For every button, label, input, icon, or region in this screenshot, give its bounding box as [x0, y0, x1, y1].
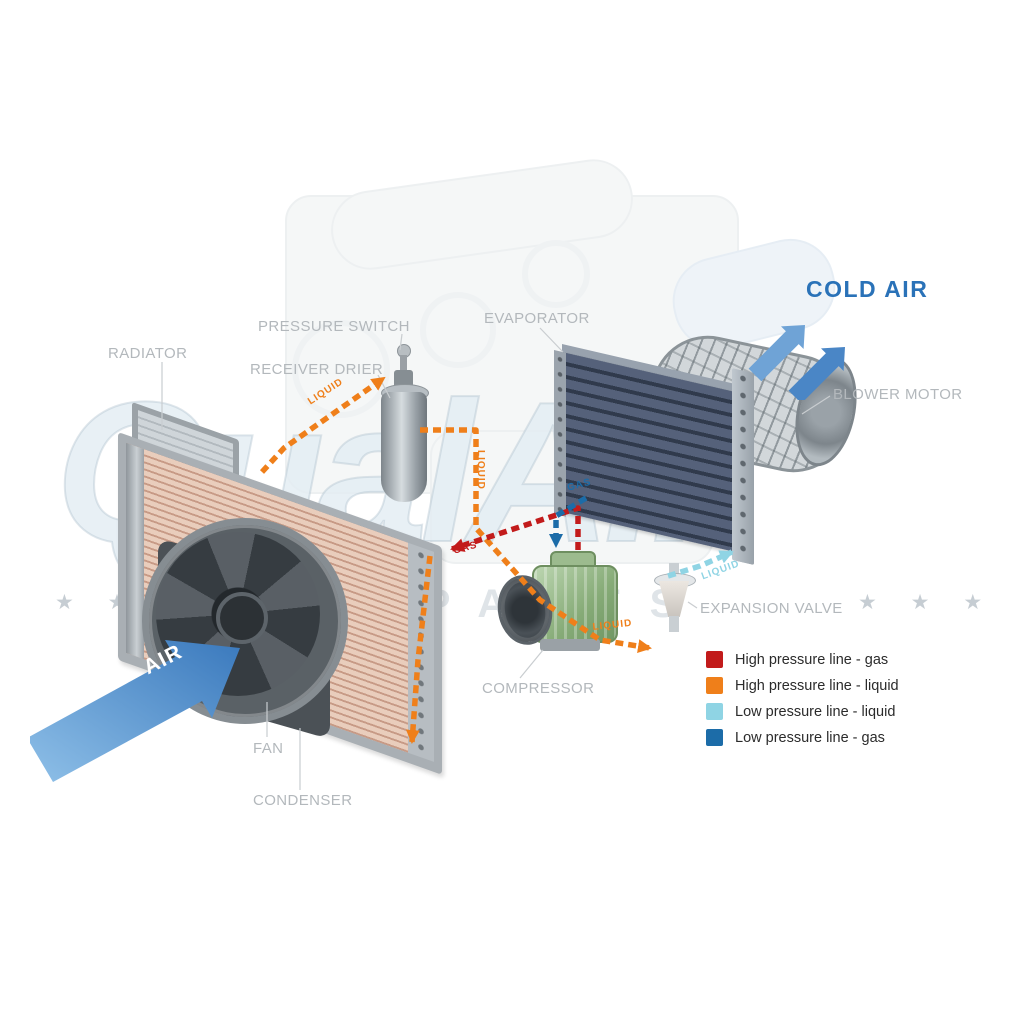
condenser-end-plate: [408, 542, 434, 762]
blower-motor-label: BLOWER MOTOR: [833, 386, 963, 403]
cold-air-arrow-2: [788, 347, 845, 400]
cold-air-arrow-1: [748, 325, 805, 382]
compressor-base: [540, 639, 600, 651]
compressor-graphic: [492, 545, 627, 665]
air-arrow-shape: [30, 640, 240, 782]
legend-label: High pressure line - gas: [735, 651, 889, 668]
receiver-drier-graphic: [375, 340, 435, 515]
legend-swatch-high-liquid: [706, 677, 723, 694]
pressure-switch-stem: [400, 355, 407, 370]
condenser-label: CONDENSER: [253, 792, 353, 809]
legend-item-high-liquid: High pressure line - liquid: [706, 677, 899, 694]
legend-item-high-gas: High pressure line - gas: [706, 651, 899, 668]
expansion-valve-stem-bottom: [669, 616, 679, 632]
legend-swatch-low-liquid: [706, 703, 723, 720]
air-flow-arrow: [30, 640, 240, 782]
legend-label: Low pressure line - gas: [735, 729, 885, 746]
cold-air-arrows: [748, 325, 845, 400]
cold-air-label: COLD AIR: [806, 276, 929, 302]
expansion-valve-funnel: [658, 581, 690, 617]
receiver-drier-label: RECEIVER DRIER: [250, 361, 384, 378]
evaporator-label: EVAPORATOR: [484, 310, 590, 327]
expansion-valve-label: EXPANSION VALVE: [700, 600, 843, 617]
pipe-label-liquid-vertical: LIQUID: [475, 450, 486, 490]
legend: High pressure line - gas High pressure l…: [706, 651, 899, 755]
legend-item-low-gas: Low pressure line - gas: [706, 729, 899, 746]
evaporator-graphic: [552, 340, 767, 580]
legend-swatch-low-gas: [706, 729, 723, 746]
watermark-stars-left: ★ ★: [55, 591, 141, 614]
pulley-shape: [420, 292, 496, 368]
legend-label: Low pressure line - liquid: [735, 703, 896, 720]
watermark-stars-right: ★ ★ ★: [858, 591, 997, 614]
legend-swatch-high-gas: [706, 651, 723, 668]
pulley-shape: [522, 240, 590, 308]
legend-label: High pressure line - liquid: [735, 677, 899, 694]
legend-item-low-liquid: Low pressure line - liquid: [706, 703, 899, 720]
receiver-drier-body: [381, 392, 427, 502]
radiator-label: RADIATOR: [108, 345, 188, 362]
evaporator-left-plate: [554, 350, 566, 517]
fan-hub: [216, 592, 268, 644]
expansion-valve-graphic: [648, 563, 703, 638]
fan-label: FAN: [253, 740, 284, 757]
pressure-switch-label: PRESSURE SWITCH: [258, 318, 410, 335]
compressor-label: COMPRESSOR: [482, 680, 595, 697]
